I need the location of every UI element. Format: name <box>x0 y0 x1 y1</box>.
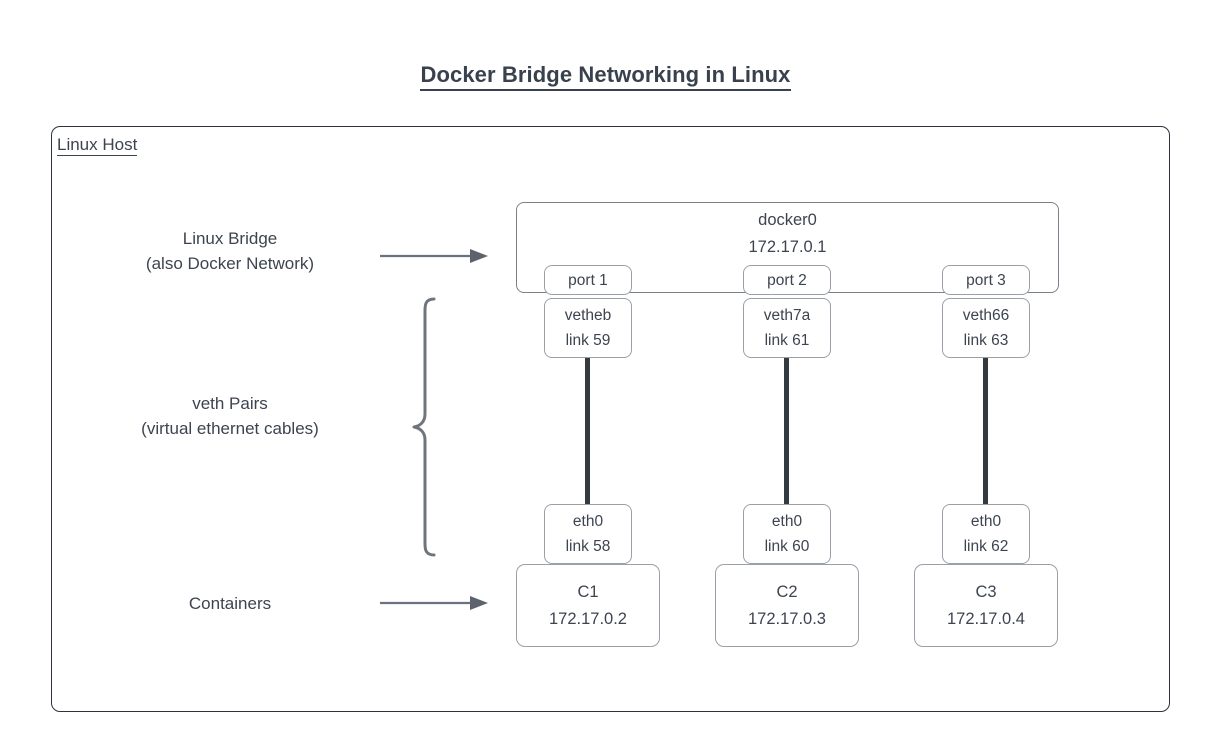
container-box-2[interactable]: C2 172.17.0.3 <box>715 564 859 647</box>
veth-interface-3-name: veth66 <box>962 307 1010 324</box>
container-2-name: C2 <box>776 582 798 601</box>
linux-host-box <box>51 126 1170 712</box>
container-eth0-1-link: link 58 <box>565 538 611 555</box>
container-3-name: C3 <box>975 582 997 601</box>
container-eth0-3-name: eth0 <box>970 513 1002 530</box>
page-title-text: Docker Bridge Networking in Linux <box>420 62 791 91</box>
container-eth0-1[interactable]: eth0 link 58 <box>544 504 632 564</box>
linux-host-label-text: Linux Host <box>57 135 138 156</box>
bridge-port-1-label: port 1 <box>568 271 608 289</box>
container-box-3[interactable]: C3 172.17.0.4 <box>914 564 1058 647</box>
bridge-port-2[interactable]: port 2 <box>743 265 831 295</box>
veth-interface-1-link: link 59 <box>565 332 611 349</box>
veth-interface-2-link: link 61 <box>764 332 810 349</box>
container-eth0-2-name: eth0 <box>771 513 803 530</box>
annotation-containers-label: Containers <box>188 594 272 613</box>
container-eth0-3[interactable]: eth0 link 62 <box>942 504 1030 564</box>
container-eth0-2-link: link 60 <box>764 538 810 555</box>
veth-cable-3 <box>983 355 988 507</box>
veth-interface-2[interactable]: veth7a link 61 <box>743 298 831 358</box>
linux-host-label: Linux Host <box>57 135 138 156</box>
arrow-to-containers-icon <box>380 596 488 610</box>
container-2-ip: 172.17.0.3 <box>748 609 826 628</box>
container-eth0-3-link: link 62 <box>963 538 1009 555</box>
veth-cable-1 <box>585 355 590 507</box>
page-title: Docker Bridge Networking in Linux <box>0 62 1211 91</box>
bridge-port-3[interactable]: port 3 <box>942 265 1030 295</box>
annotation-linux-bridge: Linux Bridge (also Docker Network) <box>60 226 400 276</box>
annotation-veth-pairs: veth Pairs (virtual ethernet cables) <box>60 391 400 441</box>
bridge-port-3-label: port 3 <box>966 271 1006 289</box>
veth-interface-3-link: link 63 <box>963 332 1009 349</box>
container-1-ip: 172.17.0.2 <box>549 609 627 628</box>
container-1-name: C1 <box>577 582 599 601</box>
annotation-veth-pairs-line1: veth Pairs <box>192 394 268 413</box>
annotation-linux-bridge-line2: (also Docker Network) <box>145 254 315 273</box>
veth-interface-1[interactable]: vetheb link 59 <box>544 298 632 358</box>
veth-pairs-brace-icon <box>412 297 436 557</box>
bridge-ip: 172.17.0.1 <box>748 238 827 256</box>
docker0-bridge-labels: docker0 172.17.0.1 <box>516 207 1059 261</box>
veth-interface-1-name: vetheb <box>564 307 612 324</box>
annotation-containers: Containers <box>60 591 400 616</box>
arrow-to-bridge-icon <box>380 249 488 263</box>
container-box-1[interactable]: C1 172.17.0.2 <box>516 564 660 647</box>
veth-interface-3[interactable]: veth66 link 63 <box>942 298 1030 358</box>
container-3-ip: 172.17.0.4 <box>947 609 1025 628</box>
annotation-linux-bridge-line1: Linux Bridge <box>182 229 278 248</box>
annotation-veth-pairs-line2: (virtual ethernet cables) <box>141 419 319 438</box>
bridge-name: docker0 <box>758 211 817 229</box>
container-eth0-1-name: eth0 <box>572 513 604 530</box>
bridge-port-2-label: port 2 <box>767 271 807 289</box>
container-eth0-2[interactable]: eth0 link 60 <box>743 504 831 564</box>
bridge-port-1[interactable]: port 1 <box>544 265 632 295</box>
veth-cable-2 <box>784 355 789 507</box>
veth-interface-2-name: veth7a <box>763 307 811 324</box>
